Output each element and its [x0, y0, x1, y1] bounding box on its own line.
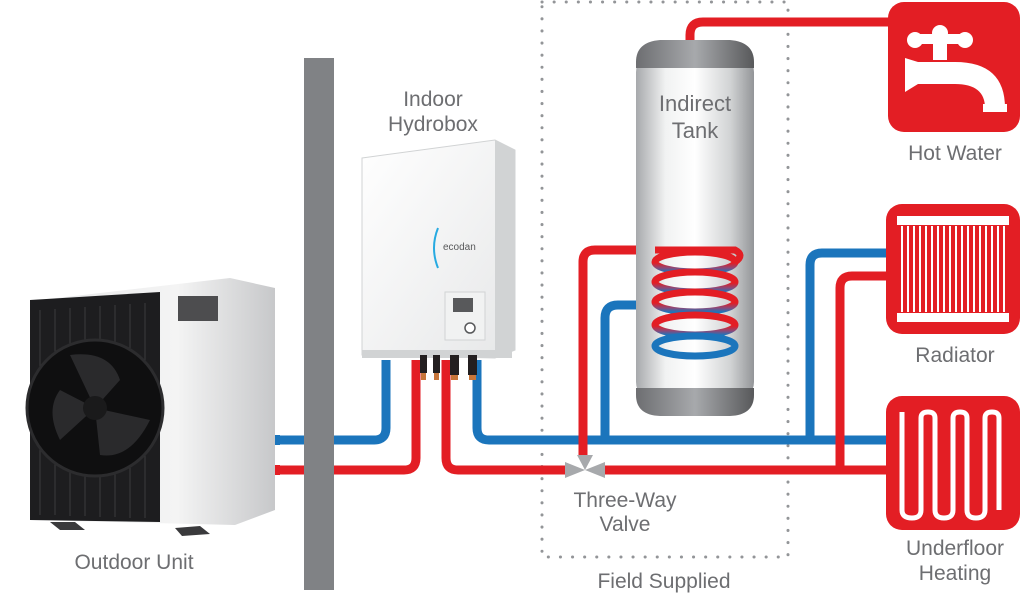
heating-coil [651, 248, 739, 339]
cold-return-main [472, 360, 888, 445]
tank-label-line1: Indirect [659, 91, 731, 116]
hydrobox-label-line2: Hydrobox [388, 113, 478, 136]
hydrobox-display [453, 298, 473, 312]
brand-badge [178, 296, 218, 321]
valve-label-line1: Three-Way [573, 489, 677, 512]
hot-pipe-radiator [835, 271, 888, 470]
hydrobox-label-line1: Indoor [403, 88, 463, 111]
building-wall [304, 58, 334, 590]
cold-pipe-radiator [805, 248, 888, 440]
hot-flow-main [441, 360, 570, 475]
radiator-icon [886, 204, 1020, 334]
underfloor-heating-icon [886, 396, 1020, 530]
field-supplied-label: Field Supplied [597, 570, 730, 593]
underfloor-label-line2: Heating [919, 562, 991, 585]
tap-icon [888, 2, 1020, 132]
tank-label-line2: Tank [672, 118, 719, 143]
hot-water-supply-pipe [685, 17, 892, 40]
hot-water-label: Hot Water [908, 142, 1002, 165]
indirect-tank [636, 40, 754, 416]
cold-pipe-outdoor-to-hydrobox [276, 360, 391, 445]
valve-label-line2: Valve [600, 513, 651, 536]
radiator-label: Radiator [915, 344, 994, 367]
hot-pipe-valve-to-coil [578, 245, 660, 458]
three-way-valve [565, 455, 605, 478]
cold-pipes [276, 248, 888, 445]
cold-pipe-tank-coil [600, 300, 655, 440]
pressure-gauge-icon [464, 322, 476, 334]
outdoor-unit-label: Outdoor Unit [74, 551, 193, 574]
hot-pipes [276, 17, 892, 475]
outdoor-unit [25, 278, 275, 536]
underfloor-label-line1: Underfloor [906, 537, 1004, 560]
hydrobox-brand: ecodan [443, 242, 476, 253]
hot-pipe-outdoor-to-hydrobox [276, 360, 421, 475]
indoor-hydrobox: ecodan [361, 139, 516, 380]
